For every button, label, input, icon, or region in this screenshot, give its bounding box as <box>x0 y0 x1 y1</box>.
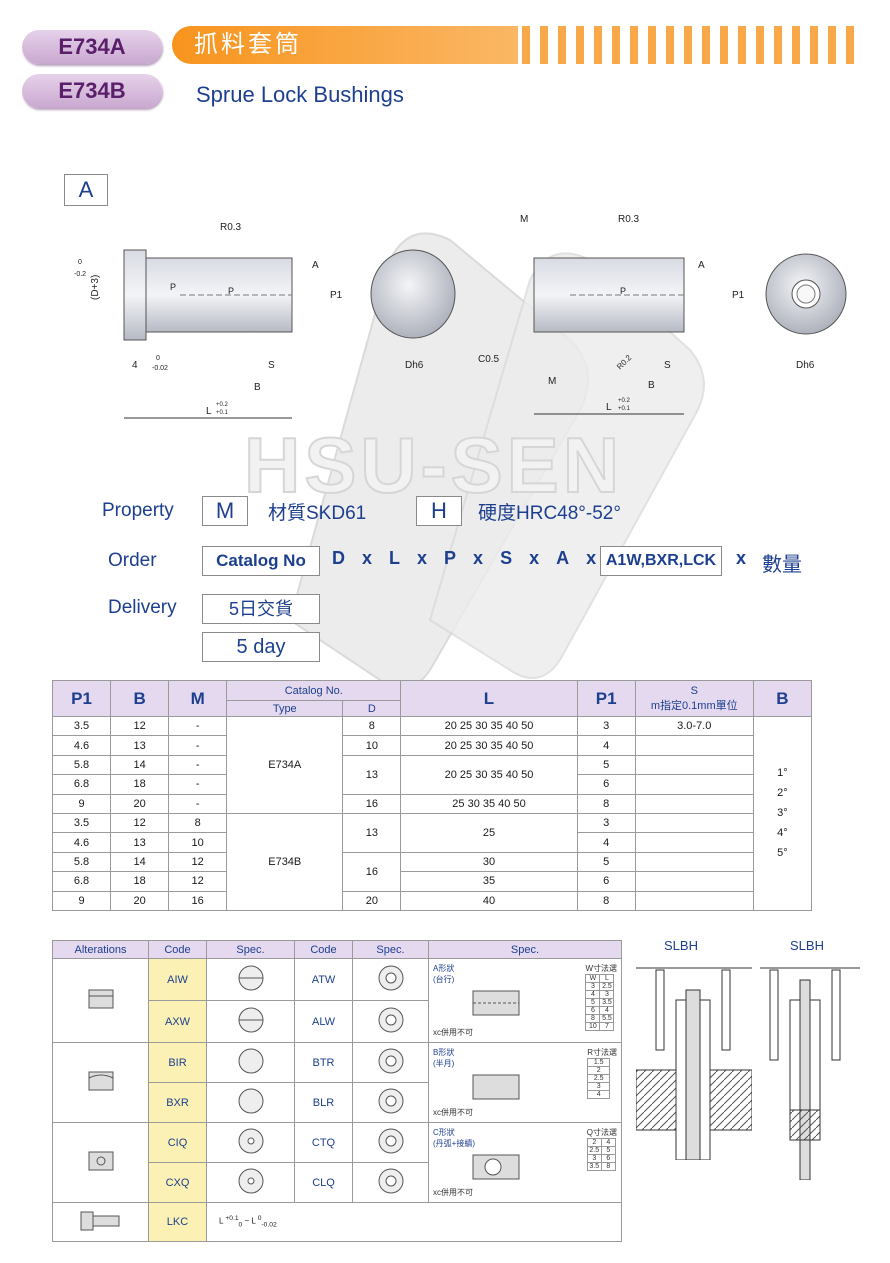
property-label: Property <box>102 500 174 521</box>
svg-text:P1: P1 <box>732 290 745 301</box>
spec-atw-icon <box>378 965 403 991</box>
property-h-box: H <box>416 496 462 526</box>
spec-ciq-icon <box>238 1128 263 1154</box>
delivery-label: Delivery <box>108 597 177 618</box>
code-e734a-badge: E734A <box>22 30 162 64</box>
svg-text:Dh6: Dh6 <box>796 360 815 371</box>
svg-text:P1: P1 <box>330 290 343 301</box>
slbh-right-label: SLBH <box>790 938 824 953</box>
svg-text:Dh6: Dh6 <box>405 360 424 371</box>
spec-cxq-icon <box>238 1168 263 1194</box>
alteration-b-icon <box>88 1071 113 1091</box>
slbh-left-drawing <box>636 967 752 1160</box>
catalog-no-box: Catalog No <box>202 546 320 576</box>
left-r03-label: R0.3 <box>220 222 242 233</box>
svg-text:M: M <box>548 376 556 387</box>
svg-text:+0.2: +0.2 <box>618 398 631 404</box>
svg-text:S: S <box>268 360 275 371</box>
hardness-text: 硬度HRC48°-52° <box>478 503 621 524</box>
title-cn-bar: 抓料套筒 <box>172 26 518 64</box>
svg-text:L: L <box>606 402 612 413</box>
hsusen-watermark: HSU-SEN <box>243 420 624 510</box>
svg-text:P: P <box>170 282 176 292</box>
svg-text:L: L <box>206 406 212 417</box>
slbh-right-drawing <box>760 967 860 1180</box>
svg-text:A: A <box>312 260 319 271</box>
svg-text:4: 4 <box>132 360 138 371</box>
delivery-cn-box: 5日交貨 <box>202 594 320 624</box>
spec-bxr-icon <box>238 1088 263 1114</box>
spec-blr-icon <box>378 1088 403 1114</box>
delivery-en-box: 5 day <box>202 632 320 662</box>
spec-btr-icon <box>378 1048 403 1074</box>
header-stripes <box>522 26 862 64</box>
title-en: Sprue Lock Bushings <box>196 82 404 107</box>
left-d3-label: (D+3) <box>90 275 101 300</box>
alteration-c-icon <box>88 1151 113 1171</box>
svg-text:0: 0 <box>156 355 160 362</box>
quantity-text: 數量 <box>762 554 802 576</box>
property-m-box: M <box>202 496 248 526</box>
spec-clq-icon <box>378 1168 403 1194</box>
svg-text:P: P <box>620 286 626 296</box>
alteration-a-icon <box>88 989 113 1009</box>
right-bushing-drawing: M R0.3 C0.5 R0.2 P P1 A S B L +0.2 +0.1 … <box>478 214 847 415</box>
svg-text:A: A <box>698 260 705 271</box>
code-e734b-badge: E734B <box>22 74 162 108</box>
svg-text:C0.5: C0.5 <box>478 354 500 365</box>
material-text: 材質SKD61 <box>268 503 367 524</box>
svg-text:P: P <box>228 286 234 296</box>
logo-watermark <box>288 232 705 689</box>
spec-axw-icon <box>238 1007 263 1033</box>
alterations-table: Alterations Code Spec. Code Spec. Spec. … <box>52 940 622 1242</box>
svg-text:-0.2: -0.2 <box>74 271 86 278</box>
left-bushing-drawing: R0.3 (D+3) 0 -0.2 4 0 -0.02 P P P1 A S B… <box>74 222 456 419</box>
order-tail-x: x <box>736 548 747 568</box>
svg-text:M: M <box>520 214 528 225</box>
svg-text:0: 0 <box>78 259 82 266</box>
svg-text:+0.2: +0.2 <box>216 402 229 408</box>
options-box: A1W,BXR,LCK <box>600 546 722 576</box>
svg-text:R0.3: R0.3 <box>618 214 640 225</box>
svg-text:B: B <box>648 380 655 391</box>
type-a-label: A <box>64 174 108 206</box>
spec-aiw-icon <box>238 965 263 991</box>
lkc-drawing-icon <box>80 1211 119 1230</box>
svg-text:+0.1: +0.1 <box>216 410 229 416</box>
svg-text:B: B <box>254 382 261 393</box>
order-label: Order <box>108 550 157 571</box>
slbh-left-label: SLBH <box>664 938 698 953</box>
spec-bir-icon <box>238 1048 263 1074</box>
spec-alw-icon <box>378 1007 403 1033</box>
svg-text:-0.02: -0.02 <box>152 365 168 372</box>
svg-text:S: S <box>664 360 671 371</box>
svg-text:R0.2: R0.2 <box>615 353 634 372</box>
spec-ctq-icon <box>378 1128 403 1154</box>
svg-text:+0.1: +0.1 <box>618 406 631 412</box>
